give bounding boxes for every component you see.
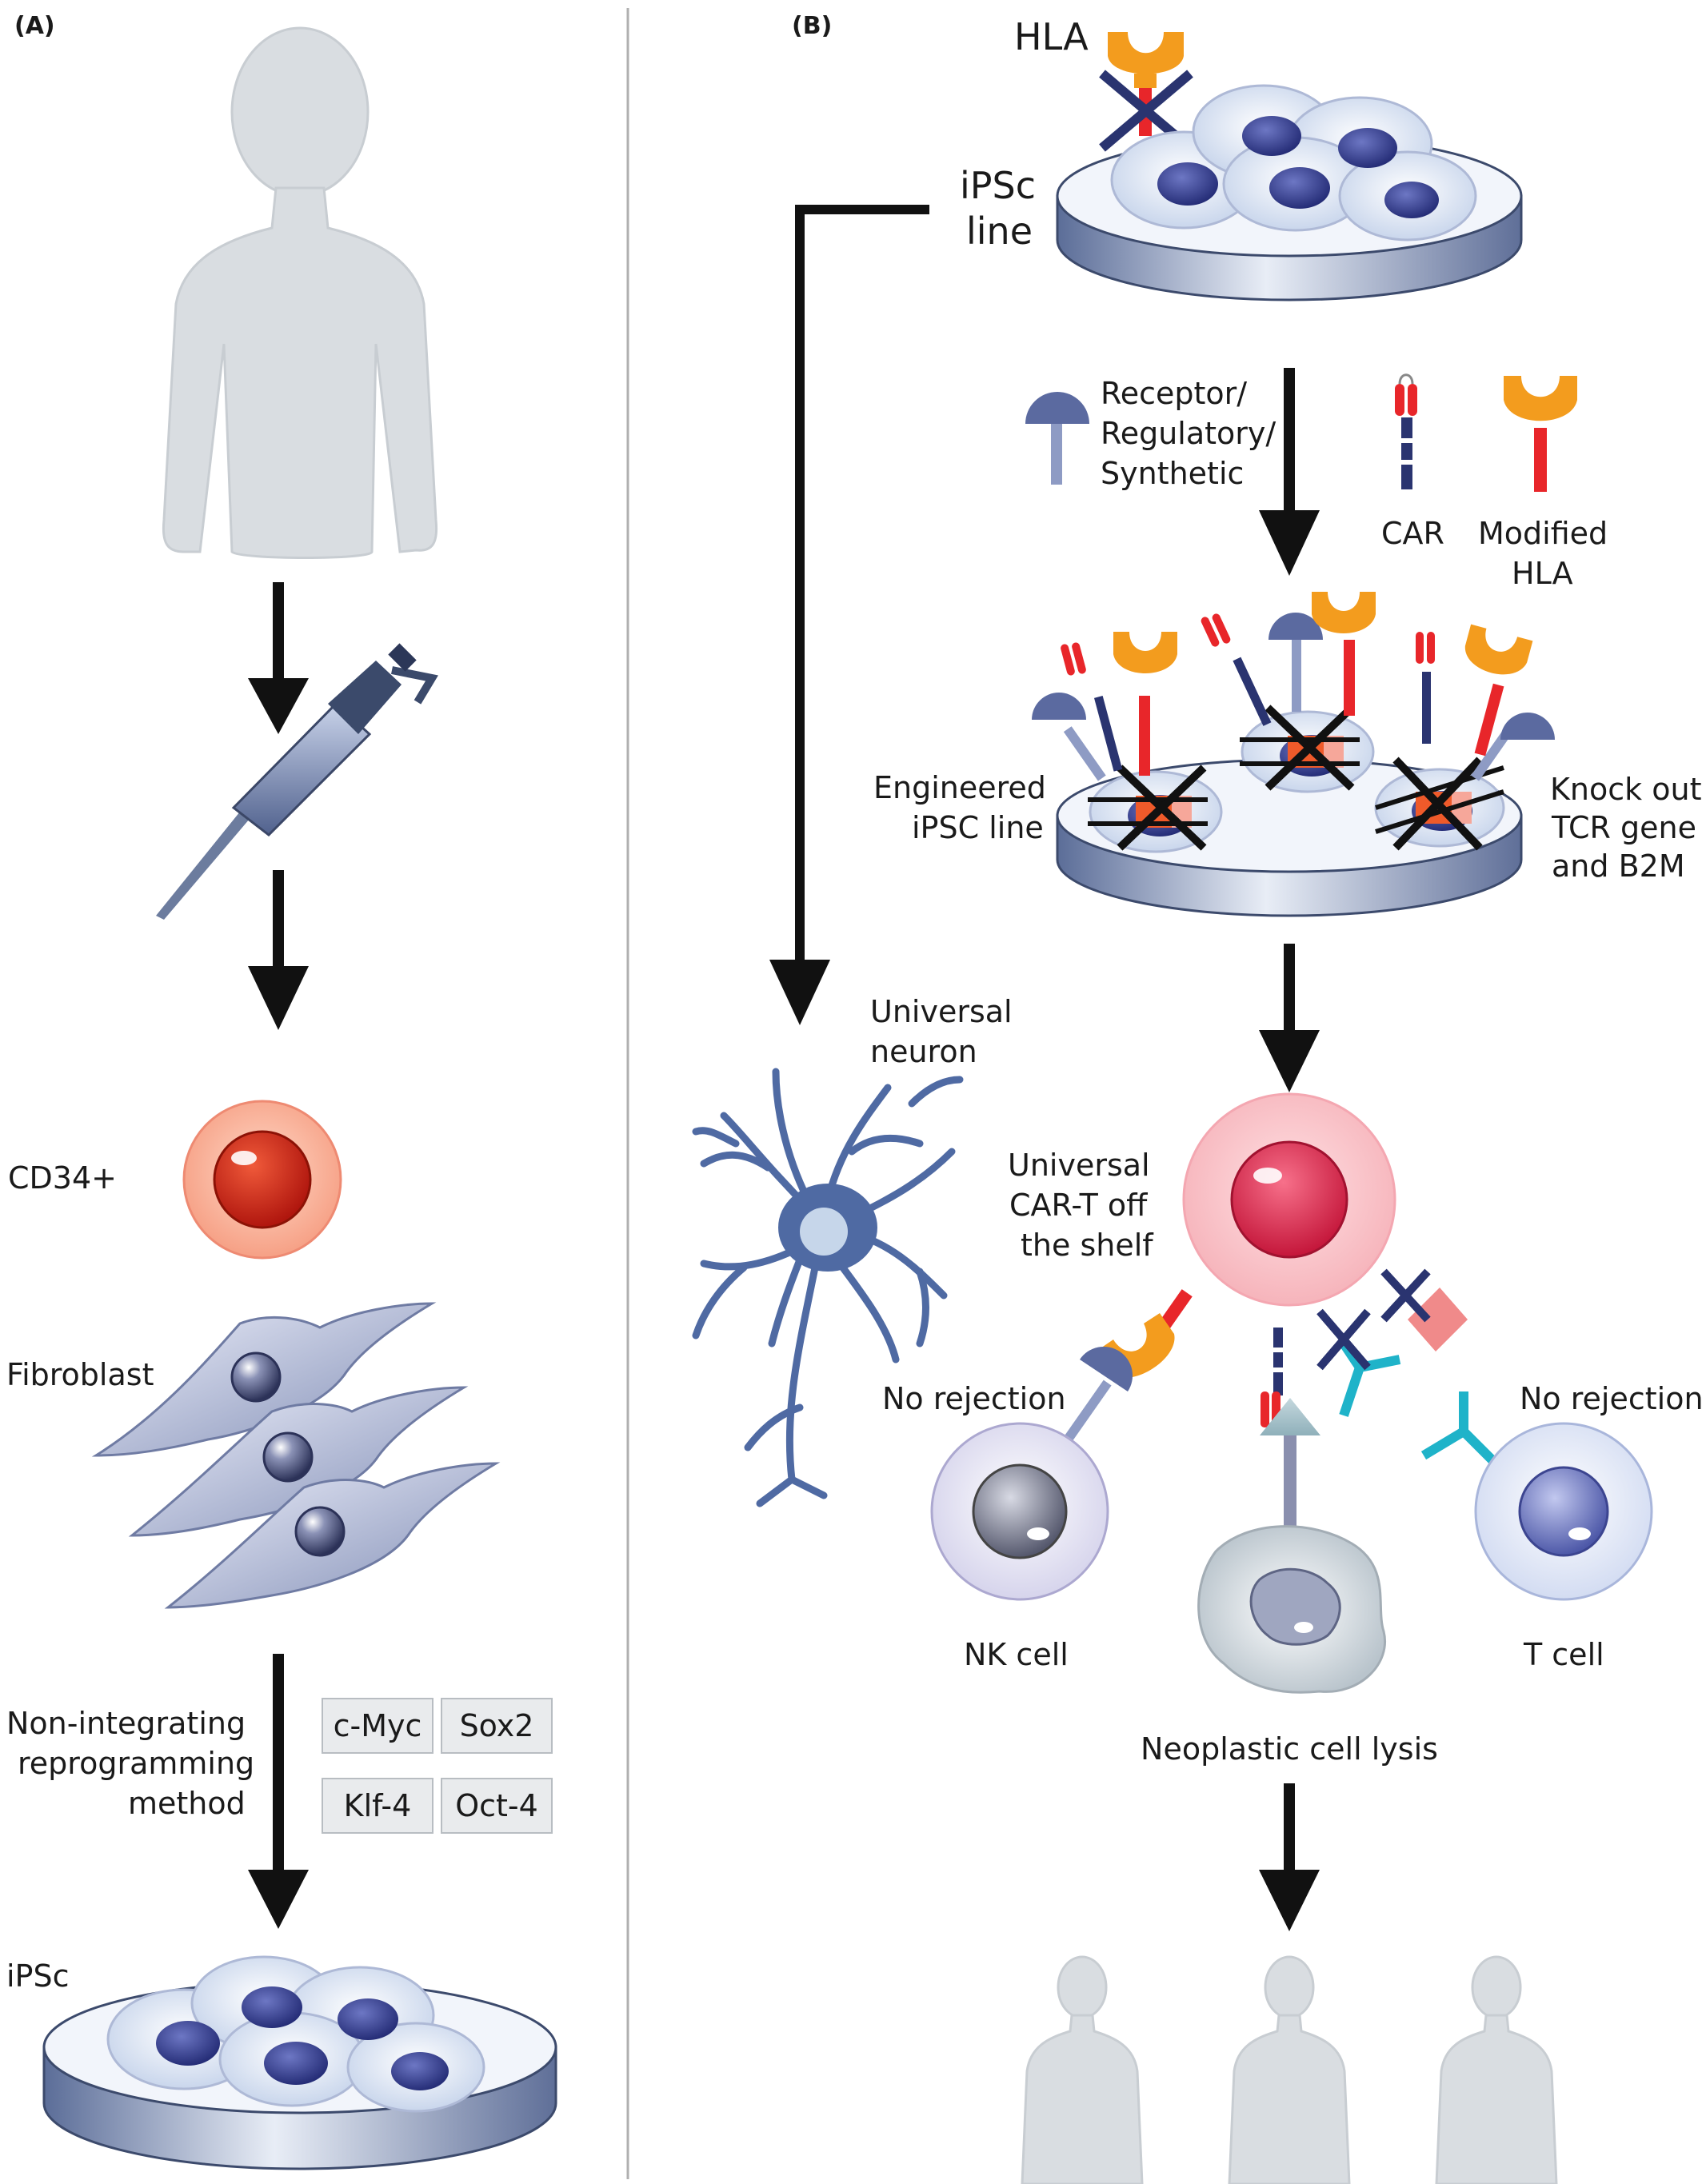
method-label-line2: reprogramming (18, 1746, 254, 1781)
cart-label-3: the shelf (1021, 1228, 1154, 1263)
method-label-line3: method (128, 1786, 246, 1821)
no-rejection-left-label: No rejection (882, 1381, 1066, 1416)
neoplastic-cell (1197, 1525, 1386, 1694)
nk-cell-label: NK cell (964, 1637, 1069, 1672)
receptor-label-2: Regulatory/ (1101, 416, 1276, 451)
panel-b-label: (B) (792, 12, 832, 40)
receptor-legend-icon (1025, 392, 1089, 485)
fibroblast-cells (91, 1302, 501, 1609)
patient-silhouette-1 (1021, 1955, 1144, 2184)
cart-label-2: CAR-T off (1009, 1188, 1148, 1223)
arrow-to-neuron (769, 205, 929, 1025)
patient-silhouettes (1021, 1955, 1558, 2184)
t-cell (1474, 1422, 1653, 1601)
method-label-line1: Non-integrating (6, 1706, 246, 1741)
panel-a-label: (A) (14, 12, 55, 40)
modified-hla-label-1: Modified (1478, 516, 1608, 551)
ipsc-line-dish (1056, 84, 1523, 301)
lysis-label: Neoplastic cell lysis (1141, 1731, 1438, 1767)
factor-box-klf4 (322, 1778, 433, 1834)
nk-hla-interaction (1057, 1289, 1193, 1451)
factor-oct4: Oct-4 (455, 1788, 538, 1823)
arrow-reprogramming (248, 1654, 309, 1929)
hla-label: HLA (1014, 15, 1089, 58)
panel-a: (A) CD34+ (6, 12, 557, 2170)
neuron-label-2: neuron (870, 1034, 977, 1069)
factor-box-cmyc (322, 1698, 433, 1754)
engineered-surface-receptors (1032, 592, 1555, 781)
cd34-label: CD34+ (8, 1160, 117, 1196)
arrow-pipette-to-cells (248, 870, 309, 1030)
hla-receptor-icon (1108, 32, 1184, 136)
donor-silhouette (162, 26, 438, 559)
car-legend-icon (1395, 373, 1417, 489)
knockout-label-1: Knock out (1550, 772, 1701, 807)
engineered-label-2: iPSC line (912, 810, 1044, 845)
factor-klf4: Klf-4 (344, 1788, 412, 1823)
knockout-label-3: and B2M (1552, 848, 1685, 884)
cart-label-1: Universal (1008, 1148, 1150, 1183)
panel-b: (B) HLA iPSc line (692, 12, 1702, 2184)
arrow-to-patients (1259, 1783, 1320, 1931)
factor-cmyc: c-Myc (334, 1708, 422, 1743)
t-cell-label: T cell (1523, 1637, 1604, 1672)
pipette-icon (156, 643, 438, 920)
engineered-dish (1032, 592, 1555, 917)
knockout-label-2: TCR gene (1551, 810, 1696, 845)
neuron-label-1: Universal (870, 994, 1013, 1029)
car-t-cell (1182, 1092, 1396, 1307)
receptor-label-3: Synthetic (1101, 456, 1244, 491)
modified-hla-label-2: HLA (1512, 556, 1573, 591)
patient-silhouette-2 (1228, 1955, 1351, 2184)
cd34-cell (182, 1100, 342, 1260)
ipsc-line-label-1: iPSc (960, 164, 1036, 207)
factor-boxes: c-Myc Sox2 Klf-4 Oct-4 (322, 1698, 553, 1834)
receptor-label-1: Receptor/ (1101, 376, 1247, 411)
factor-box-sox2 (441, 1698, 553, 1754)
factor-sox2: Sox2 (460, 1708, 534, 1743)
modified-hla-legend-icon (1504, 376, 1577, 492)
ipsc-dish (42, 1955, 557, 2170)
arrow-to-cart (1259, 944, 1320, 1092)
no-rejection-right-label: No rejection (1520, 1381, 1702, 1416)
nk-cell (930, 1422, 1109, 1601)
fibroblast-label: Fibroblast (6, 1357, 154, 1392)
arrow-to-engineered (1259, 368, 1320, 576)
car-label: CAR (1381, 516, 1444, 551)
universal-neuron-icon (692, 1068, 964, 1507)
ipsc-label: iPSc (6, 1958, 70, 1994)
ipsc-line-label-2: line (966, 210, 1033, 253)
car-receptor-icon (1261, 1328, 1286, 1427)
arrow-donor-to-pipette (248, 582, 309, 734)
factor-box-oct4 (441, 1778, 553, 1834)
upward-arrow-icon (1260, 1398, 1320, 1535)
t-cell-blocked-interaction (1316, 1268, 1500, 1467)
engineered-label-1: Engineered (873, 770, 1046, 805)
patient-silhouette-3 (1435, 1955, 1558, 2184)
